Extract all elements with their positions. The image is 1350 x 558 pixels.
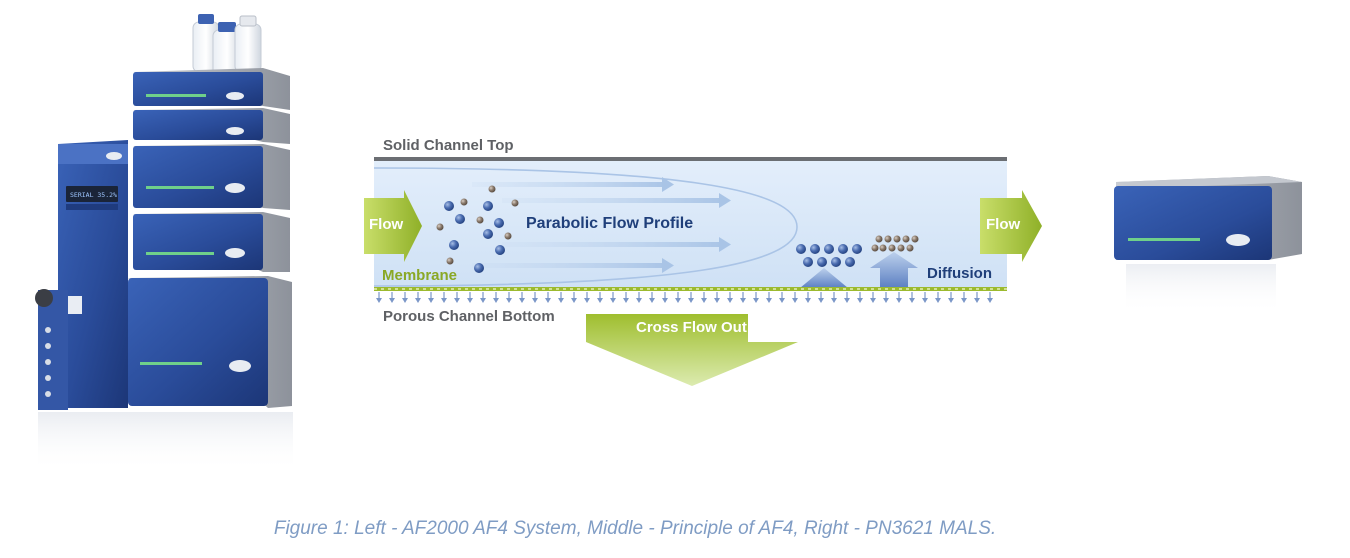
- cross-flow-tick-head: [701, 298, 707, 303]
- cross-flow-tick-head: [428, 298, 434, 303]
- parabolic-flow-profile-label: Parabolic Flow Profile: [526, 215, 694, 232]
- cross-flow-tick-head: [740, 298, 746, 303]
- flow-lines: [472, 177, 731, 273]
- solvent-bottles: [192, 14, 262, 77]
- cross-flow-tick-head: [753, 298, 759, 303]
- cross-flow-tick-head: [987, 298, 993, 303]
- cross-flow-tick-head: [649, 298, 655, 303]
- blue-particle-cluster: [796, 244, 862, 267]
- membrane-label: Membrane: [382, 267, 458, 284]
- flow-out-label: Flow: [986, 216, 1021, 233]
- cross-flow-tick-head: [454, 298, 460, 303]
- cross-flow-tick-head: [922, 298, 928, 303]
- solid-channel-top-label: Solid Channel Top: [383, 137, 514, 154]
- cross-flow-tick-head: [402, 298, 408, 303]
- cross-flow-tick-head: [805, 298, 811, 303]
- cross-flow-tick-head: [662, 298, 668, 303]
- brown-particle-cluster: [871, 235, 919, 252]
- cross-flow-tick-head: [818, 298, 824, 303]
- cross-flow-tick-head: [675, 298, 681, 303]
- module-stack: [128, 68, 292, 408]
- diffusion-arrow-small: [800, 268, 848, 288]
- diffusion-label: Diffusion: [927, 265, 992, 282]
- diffusion-arrow-large: [870, 252, 918, 288]
- cross-flow-tick-head: [844, 298, 850, 303]
- flow-in-label: Flow: [369, 216, 404, 233]
- parabolic-profile-curve: [373, 167, 798, 287]
- cross-flow-ticks: [376, 292, 993, 303]
- porous-channel-bottom-label: Porous Channel Bottom: [383, 308, 555, 325]
- cross-flow-tick-head: [896, 298, 902, 303]
- cross-flow-tick-head: [792, 298, 798, 303]
- flow-in-arrow: [364, 190, 422, 262]
- pn3621-mals-image: [1114, 176, 1302, 314]
- cross-flow-tick-head: [636, 298, 642, 303]
- cross-flow-tick-head: [870, 298, 876, 303]
- flow-out-arrow: [980, 190, 1042, 262]
- cross-flow-tick-head: [467, 298, 473, 303]
- cross-flow-tick-head: [688, 298, 694, 303]
- cross-flow-tick-head: [974, 298, 980, 303]
- cross-flow-tick-head: [389, 298, 395, 303]
- af4-principle-diagram: Solid Channel Top Flow Parabolic Flow Pr…: [352, 130, 1052, 400]
- cross-flow-out-label: Cross Flow Out: [636, 319, 747, 336]
- cross-flow-tick-head: [480, 298, 486, 303]
- floor-reflection: [38, 412, 293, 472]
- cross-flow-tick-head: [857, 298, 863, 303]
- solid-channel-top: [374, 157, 1007, 161]
- figure-caption: Figure 1: Left - AF2000 AF4 System, Midd…: [273, 518, 997, 539]
- af4-control-unit: SERIAL 35.2%: [35, 140, 128, 410]
- cross-flow-tick-head: [415, 298, 421, 303]
- cross-flow-tick-head: [532, 298, 538, 303]
- cross-flow-tick-head: [506, 298, 512, 303]
- cross-flow-tick-head: [545, 298, 551, 303]
- cross-flow-tick-head: [623, 298, 629, 303]
- cross-flow-tick-head: [935, 298, 941, 303]
- cross-flow-tick-head: [597, 298, 603, 303]
- particles-mixed: [436, 185, 519, 273]
- cross-flow-tick-head: [493, 298, 499, 303]
- cross-flow-tick-head: [948, 298, 954, 303]
- floor-reflection-right: [1126, 264, 1276, 314]
- instrument-display: SERIAL 35.2%: [70, 191, 117, 199]
- cross-flow-tick-head: [714, 298, 720, 303]
- cross-flow-tick-head: [831, 298, 837, 303]
- cross-flow-tick-head: [727, 298, 733, 303]
- cross-flow-tick-head: [610, 298, 616, 303]
- af2000-system-image: SERIAL 35.2%: [35, 14, 293, 472]
- cross-flow-tick-head: [766, 298, 772, 303]
- cross-flow-tick-head: [584, 298, 590, 303]
- cross-flow-tick-head: [909, 298, 915, 303]
- cross-flow-tick-head: [571, 298, 577, 303]
- cross-flow-tick-head: [376, 298, 382, 303]
- cross-flow-tick-head: [519, 298, 525, 303]
- cross-flow-tick-head: [441, 298, 447, 303]
- cross-flow-tick-head: [558, 298, 564, 303]
- cross-flow-out-arrow: [586, 314, 798, 386]
- cross-flow-tick-head: [961, 298, 967, 303]
- cross-flow-tick-head: [779, 298, 785, 303]
- cross-flow-tick-head: [883, 298, 889, 303]
- af4-channel-svg: [364, 157, 1042, 386]
